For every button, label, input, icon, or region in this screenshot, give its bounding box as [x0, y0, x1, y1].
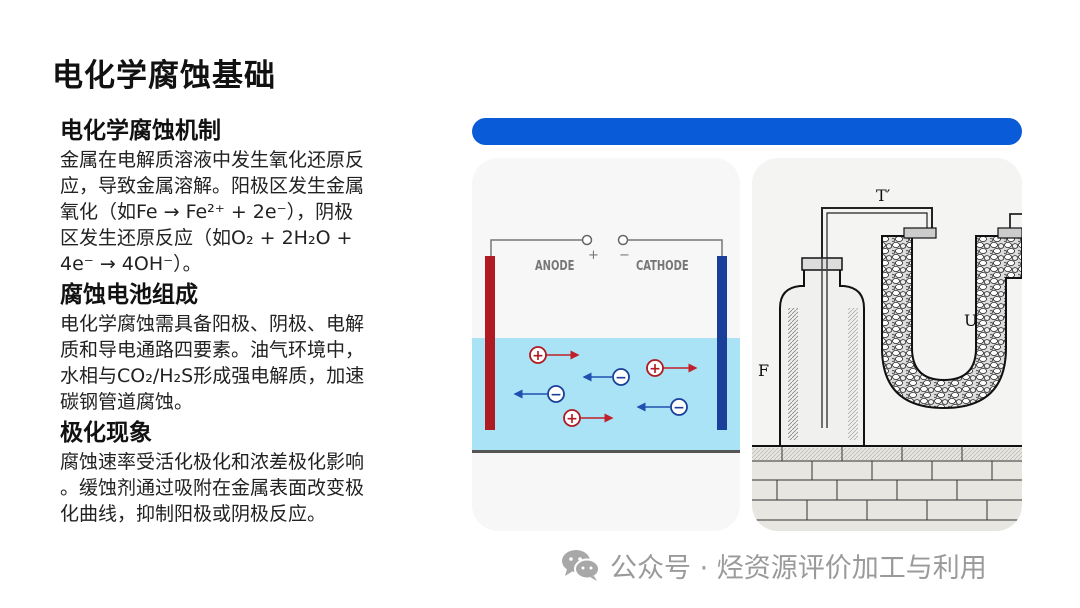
label-f: F [758, 361, 769, 380]
cathode-electrode [717, 256, 727, 430]
cell-diagram: + − ANODE CATHODE + + + [472, 234, 740, 453]
watermark-text: 公众号 · 烃资源评价加工与利用 [610, 552, 987, 584]
cation-symbol: + [532, 348, 544, 364]
page-title: 电化学腐蚀基础 [52, 58, 276, 94]
cation-symbol: + [649, 361, 661, 377]
body-line: 水相与CO₂/H₂S形成强电解质，加速 [60, 365, 365, 387]
section-body-cell: 电化学腐蚀需具备阳极、阴极、电解 质和导电通路四要素。油气环境中， 水相与CO₂… [60, 311, 440, 415]
section-heading-polarization: 极化现象 [60, 420, 152, 446]
anion-symbol: − [615, 370, 627, 386]
cation-1: + [529, 346, 580, 364]
label-t-prime: T′ [876, 186, 891, 205]
u-tube [881, 213, 1022, 410]
body-line: 质和导电通路四要素。油气环境中， [60, 339, 365, 361]
wechat-icon [560, 547, 602, 583]
cation-symbol: + [566, 411, 578, 427]
body-line: 4e⁻ → 4OH⁻）。 [60, 253, 202, 275]
apparatus-engraving-panel: T′ U F [752, 158, 1022, 531]
cathode-label: CATHODE [636, 258, 689, 273]
cation-2: + [646, 359, 698, 377]
cathode-wire [627, 239, 723, 258]
brick-shelf [752, 445, 1022, 531]
plus-sign: + [588, 248, 599, 263]
anion-1: − [582, 368, 630, 386]
cathode-terminal [617, 234, 629, 246]
section-body-mechanism: 金属在电解质溶液中发生氧化还原反 应，导致金属溶解。阳极区发生金属 氧化（如Fe… [60, 147, 440, 277]
label-u: U [964, 311, 977, 330]
body-line: 金属在电解质溶液中发生氧化还原反 [60, 149, 365, 171]
anode-wire [490, 239, 582, 258]
cation-3: + [563, 409, 614, 427]
apparatus-engraving: T′ U F [752, 186, 1022, 531]
electrolyte [472, 338, 740, 451]
body-line: 化曲线，抑制阳极或阴极反应。 [60, 503, 327, 525]
anode-electrode [485, 256, 495, 430]
section-heading-mechanism: 电化学腐蚀机制 [60, 118, 221, 144]
container-bottom [472, 450, 740, 453]
body-line: 应，导致金属溶解。阳极区发生金属 [60, 175, 365, 197]
bottle-f [779, 257, 865, 447]
body-line: 氧化（如Fe → Fe²⁺ + 2e⁻），阴极 [60, 201, 354, 223]
anode-terminal [581, 234, 593, 246]
watermark: 公众号 · 烃资源评价加工与利用 [560, 545, 987, 585]
accent-bar [472, 118, 1022, 145]
anion-symbol: − [673, 400, 685, 416]
cell-diagram-panel: + − ANODE CATHODE + + + [472, 158, 740, 531]
anode-label: ANODE [535, 258, 574, 273]
body-line: 。缓蚀剂通过吸附在金属表面改变极 [60, 477, 365, 499]
body-line: 腐蚀速率受活化极化和浓差极化影响 [60, 451, 365, 473]
section-body-polarization: 腐蚀速率受活化极化和浓差极化影响 。缓蚀剂通过吸附在金属表面改变极 化曲线，抑制… [60, 449, 440, 527]
section-heading-cell: 腐蚀电池组成 [60, 282, 198, 308]
text-sections: 电化学腐蚀机制 金属在电解质溶液中发生氧化还原反 应，导致金属溶解。阳极区发生金… [60, 115, 440, 529]
body-line: 碳钢管道腐蚀。 [60, 391, 194, 413]
anion-symbol: − [550, 387, 562, 403]
body-line: 电化学腐蚀需具备阳极、阴极、电解 [60, 313, 365, 335]
minus-sign: − [619, 248, 630, 263]
anion-2: − [513, 385, 565, 403]
anion-3: − [636, 398, 688, 416]
body-line: 区发生还原反应（如O₂ + 2H₂O + [60, 227, 353, 249]
